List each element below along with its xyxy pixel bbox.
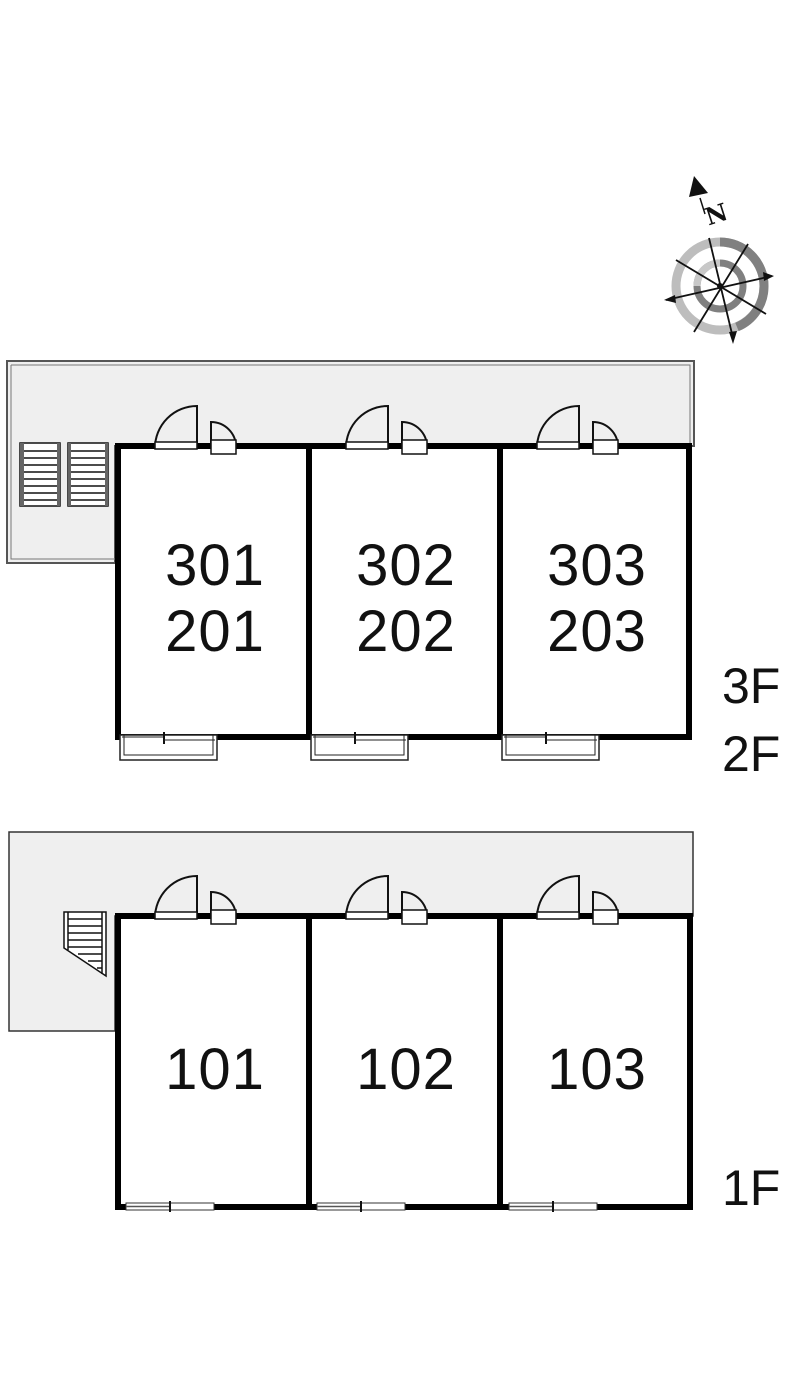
balcony-303	[501, 731, 600, 761]
unit-number-203: 203	[547, 599, 647, 664]
balcony-301	[119, 731, 218, 761]
unit-number-302: 302	[356, 533, 456, 598]
floor-label-1f: 1F	[722, 1160, 781, 1216]
unit-label-303-203: 303 203	[503, 533, 691, 665]
balcony-302	[310, 731, 409, 761]
unit-label-301-201: 301 201	[121, 533, 309, 665]
unit-label-302-202: 302 202	[312, 533, 500, 665]
stairs-icon	[19, 442, 109, 507]
unit-number-101: 101	[165, 1037, 265, 1102]
building-lower	[8, 831, 694, 1213]
building-upper	[6, 360, 695, 761]
window-103	[508, 1200, 598, 1213]
window-101	[125, 1200, 215, 1213]
floor-label-3f: 3F	[722, 658, 781, 714]
unit-number-202: 202	[356, 599, 456, 664]
compass-rose-icon	[664, 176, 774, 344]
north-label: N	[701, 197, 731, 231]
window-102	[316, 1200, 406, 1213]
floor-label-2f: 2F	[722, 726, 781, 782]
unit-number-303: 303	[547, 533, 647, 598]
unit-number-301: 301	[165, 533, 265, 598]
unit-number-201: 201	[165, 599, 265, 664]
unit-number-102: 102	[356, 1037, 456, 1102]
unit-number-103: 103	[547, 1037, 647, 1102]
stairs-icon	[63, 911, 107, 978]
